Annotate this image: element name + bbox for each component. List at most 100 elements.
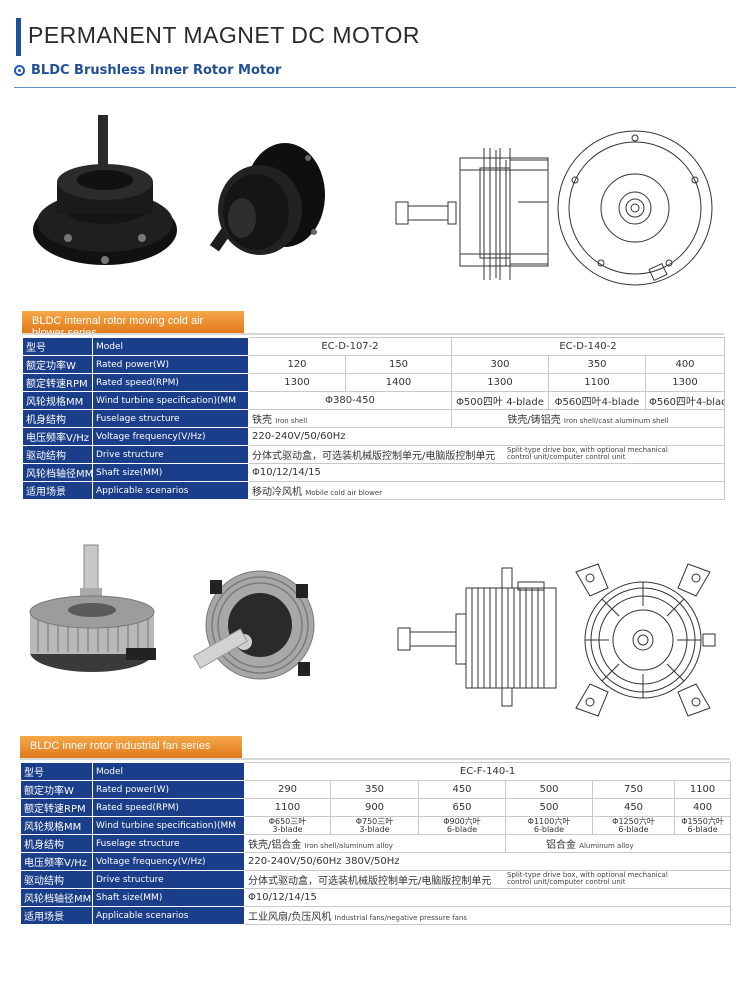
row-label-en: Rated power(W) — [92, 355, 249, 374]
speed-cell: 1300 — [248, 373, 346, 392]
speed-cell: 400 — [673, 798, 732, 817]
row-label-zh: 电压频率V/Hz — [22, 427, 93, 446]
scene-en: Mobile cold air blower — [305, 489, 383, 497]
row-label-zh: 机身结构 — [20, 834, 93, 853]
wheel-bottom: 3-blade — [272, 824, 303, 834]
speed-cell: 1300 — [451, 373, 549, 392]
fan-motor-photo-side — [192, 570, 315, 680]
subtitle-text: BLDC Brushless Inner Rotor Motor — [31, 63, 282, 78]
row-label-zh: 风轮规格MM — [22, 391, 93, 410]
wheel-top: Φ650三叶 — [268, 816, 307, 826]
drive-en: Split-type drive box, with optional mech… — [507, 447, 668, 461]
table-row: 适用场景 Applicable scenarios 工业风扇/负压风机 Indu… — [20, 906, 732, 925]
row-label-en: Drive structure — [92, 445, 249, 464]
row-label-zh: 型号 — [20, 762, 93, 781]
shaft-cell: Φ10/12/14/15 — [243, 888, 732, 907]
speed-cell: 1100 — [548, 373, 646, 392]
body-cell: 铁壳 Iron shell — [248, 409, 452, 428]
row-label-en: Model — [92, 337, 249, 356]
row-label-zh: 风轮规格MM — [20, 816, 93, 835]
speed-cell: 1400 — [345, 373, 452, 392]
body-en: Iron shell/cast aluminum shell — [563, 417, 669, 425]
subtitle: BLDC Brushless Inner Rotor Motor — [14, 63, 281, 78]
row-label-zh: 电压频率V/Hz — [20, 852, 93, 871]
body-cell: 铝合金 Aluminum alloy — [504, 834, 732, 853]
row-label-en: Voltage frequency(V/Hz) — [92, 427, 249, 446]
wheel-bottom: 6-blade — [687, 824, 718, 834]
body-en: Iron shell — [275, 417, 308, 425]
body-cell: 铁壳/铸铝壳 Iron shell/cast aluminum shell — [450, 409, 726, 428]
table-row: 电压频率V/Hz Voltage frequency(V/Hz) 220-240… — [20, 852, 732, 871]
body-zh: 铝合金 — [546, 840, 576, 851]
power-cell: 450 — [418, 780, 506, 799]
row-label-en: Wind turbine specification)(MM — [92, 816, 245, 835]
wheel-cell: Φ380-450 — [248, 391, 452, 410]
wheel-cell: Φ560四叶4-blade — [548, 391, 646, 410]
wheel-top: Φ1100六叶 — [527, 816, 571, 826]
drive-cell: 分体式驱动盒，可选装机械版控制单元/电脑版控制单元 Split-type dri… — [247, 445, 726, 464]
table-row: 驱动结构 Drive structure 分体式驱动盒，可选装机械版控制单元/电… — [20, 870, 732, 889]
wheel-bottom: 6-blade — [618, 824, 649, 834]
body-zh: 铁壳 — [252, 415, 272, 426]
power-cell: 350 — [330, 780, 419, 799]
speed-cell: 650 — [418, 798, 506, 817]
row-label-zh: 机身结构 — [22, 409, 93, 428]
wheel-bottom: 3-blade — [359, 824, 390, 834]
table-row: 风轮档轴径MM Shaft size(MM) Φ10/12/14/15 — [22, 463, 726, 482]
blower-motor-front-drawing — [557, 130, 713, 286]
power-cell: 400 — [644, 355, 726, 374]
scene-cell: 工业风扇/负压风机 Industrial fans/negative press… — [243, 906, 732, 925]
row-label-en: Wind turbine specification)(MM — [92, 391, 249, 410]
wheel-bottom: 6-blade — [446, 824, 478, 834]
row-label-en: Rated speed(RPM) — [92, 798, 245, 817]
row-label-zh: 额定功率W — [20, 780, 93, 799]
table-row: 驱动结构 Drive structure 分体式驱动盒，可选装机械版控制单元/电… — [22, 445, 726, 464]
table-row: 适用场景 Applicable scenarios 移动冷风机 Mobile c… — [22, 481, 726, 500]
speed-cell: 450 — [592, 798, 675, 817]
row-label-zh: 额定转速RPM — [20, 798, 93, 817]
drive-zh: 分体式驱动盒，可选装机械版控制单元/电脑版控制单元 — [248, 876, 492, 887]
table-row: 额定功率W Rated power(W) 120 150 300 350 400 — [22, 355, 726, 374]
table-row: 机身结构 Fuselage structure 铁壳 Iron shell 铁壳… — [22, 409, 726, 428]
scene-zh: 移动冷风机 — [252, 487, 302, 498]
body-zh: 铁壳/铸铝壳 — [507, 415, 561, 426]
table-row: 型号 Model EC-F-140-1 — [20, 762, 732, 781]
fan-motor-side-drawing — [397, 567, 557, 707]
row-label-zh: 驱动结构 — [20, 870, 93, 889]
drive-cell: 分体式驱动盒，可选装机械版控制单元/电脑版控制单元 Split-type dri… — [243, 870, 732, 889]
wheel-top: Φ750三叶 — [355, 816, 394, 826]
drive-en: Split-type drive box, with optional mech… — [507, 872, 668, 886]
wheel-top: Φ900六叶 — [443, 816, 481, 826]
scene-cell: 移动冷风机 Mobile cold air blower — [247, 481, 726, 500]
row-label-zh: 额定功率W — [22, 355, 93, 374]
power-cell: 750 — [592, 780, 675, 799]
row-label-zh: 适用场景 — [22, 481, 93, 500]
body-zh: 铁壳/铝合金 — [248, 840, 302, 851]
row-label-en: Shaft size(MM) — [92, 888, 245, 907]
model-cell: EC-D-140-2 — [450, 337, 726, 356]
table-row: 机身结构 Fuselage structure 铁壳/铝合金 Iron shel… — [20, 834, 732, 853]
wheel-top: Φ1550六叶 — [681, 816, 724, 826]
table-row: 风轮规格MM Wind turbine specification)(MM Φ6… — [20, 816, 732, 835]
drive-en-line2: control unit/computer control unit — [507, 878, 626, 886]
row-label-en: Applicable scenarios — [92, 906, 245, 925]
scene-en: Industrial fans/negative pressure fans — [334, 914, 467, 922]
blower-motor-side-drawing — [395, 148, 549, 280]
power-cell: 290 — [244, 780, 331, 799]
wheel-cell: Φ500四叶 4-blade — [451, 391, 549, 410]
power-cell: 350 — [548, 355, 646, 374]
page-title: PERMANENT MAGNET DC MOTOR — [28, 22, 421, 48]
power-cell: 120 — [248, 355, 346, 374]
table-row: 型号 Model EC-D-107-2 EC-D-140-2 — [22, 337, 726, 356]
body-en: Iron shell/aluminum alloy — [304, 842, 393, 850]
voltage-cell: 220-240V/50/60Hz 380V/50Hz — [243, 852, 732, 871]
table-row: 风轮档轴径MM Shaft size(MM) Φ10/12/14/15 — [20, 888, 732, 907]
header-divider — [14, 87, 736, 88]
row-label-en: Drive structure — [92, 870, 245, 889]
spec-table-industrial: 型号 Model EC-F-140-1 额定功率W Rated power(W)… — [20, 762, 732, 925]
row-label-en: Shaft size(MM) — [92, 463, 249, 482]
